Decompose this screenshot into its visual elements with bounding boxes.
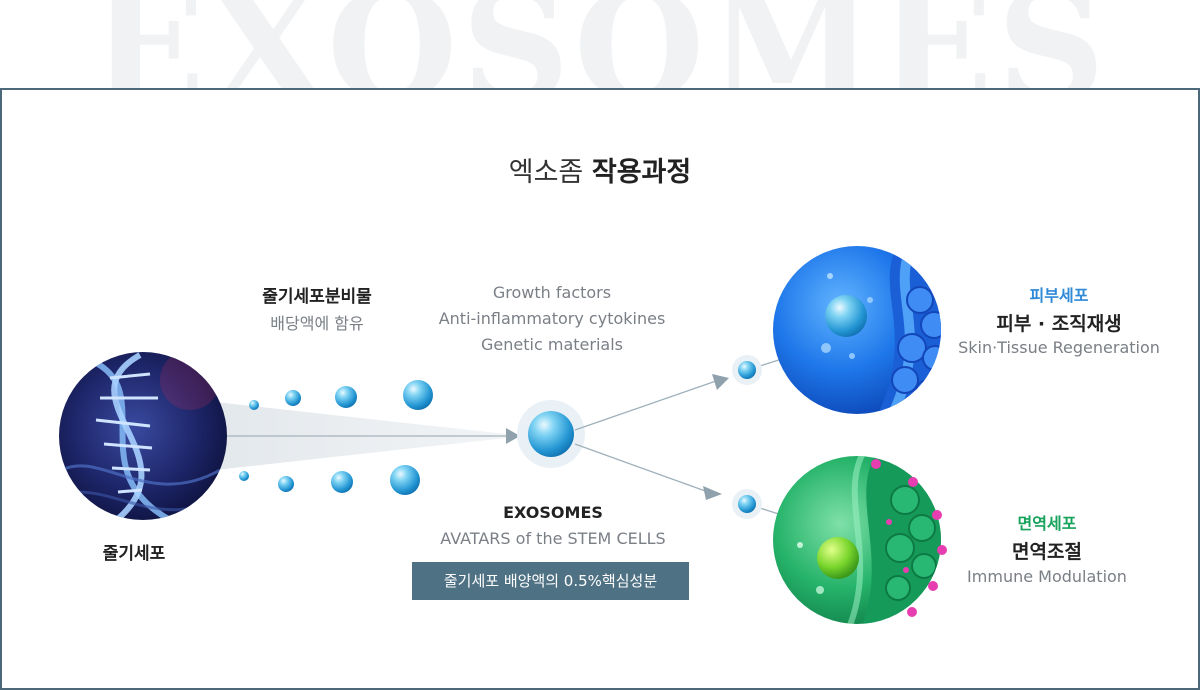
secretion-arrow-head bbox=[506, 428, 520, 444]
immune-subtitle: Immune Modulation bbox=[967, 567, 1127, 586]
immune-cell-image bbox=[773, 456, 947, 624]
page-title: 엑소좀 작용과정 bbox=[509, 150, 692, 189]
factor-item: Growth factors bbox=[492, 283, 612, 302]
immune-category: 면역세포 bbox=[1017, 514, 1077, 533]
skin-category: 피부세포 bbox=[1029, 286, 1089, 305]
skin-cell-image bbox=[773, 246, 941, 414]
immune-branch-arrow bbox=[703, 486, 722, 500]
skin-title: 피부 · 조직재생 bbox=[996, 313, 1122, 335]
exosomes-title: EXOSOMES bbox=[503, 503, 603, 522]
stem-cell-dna-image bbox=[59, 352, 227, 520]
title-light: 엑소좀 bbox=[508, 157, 584, 188]
secretion-subtitle: 배당액에 함유 bbox=[270, 314, 364, 333]
exosomes-badge: 줄기세포 배양액의 0.5%핵심성분 bbox=[412, 562, 689, 600]
factor-item: Genetic materials bbox=[481, 335, 623, 354]
immune-title: 면역조절 bbox=[1012, 541, 1082, 563]
exosome-sphere bbox=[517, 400, 585, 468]
title-bold: 작용과정 bbox=[591, 157, 692, 188]
factors-list: Growth factors Anti-inflammatory cytokin… bbox=[439, 280, 666, 358]
skin-subtitle: Skin·Tissue Regeneration bbox=[958, 338, 1160, 357]
stem-cell-label: 줄기세포 bbox=[102, 544, 166, 564]
skin-exosome-small bbox=[732, 355, 762, 385]
exosomes-subtitle: AVATARS of the STEM CELLS bbox=[440, 529, 666, 548]
factor-item: Anti-inflammatory cytokines bbox=[438, 309, 666, 328]
skin-branch-arrow bbox=[712, 374, 729, 390]
secretion-droplets bbox=[239, 380, 433, 495]
immune-branch-line bbox=[574, 443, 709, 493]
immune-exosome-small bbox=[732, 489, 762, 519]
skin-branch-line bbox=[574, 380, 717, 431]
secretion-title: 줄기세포분비물 bbox=[262, 287, 372, 307]
